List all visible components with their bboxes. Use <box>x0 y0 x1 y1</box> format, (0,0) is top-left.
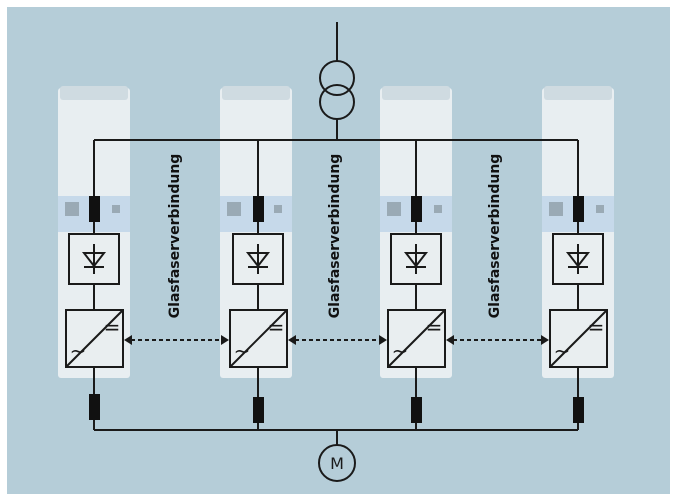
ac-mark: ~ <box>70 339 87 363</box>
diode-icon <box>68 233 120 285</box>
bottom-fuses <box>89 394 584 423</box>
cabinet-cap <box>222 86 290 100</box>
status-led <box>596 205 604 213</box>
status-led <box>274 205 282 213</box>
status-led <box>434 205 442 213</box>
inverter-blocks <box>65 309 608 368</box>
fiber-arrowheads <box>124 335 549 345</box>
fuse <box>411 196 422 222</box>
dc-mark: = <box>426 315 443 339</box>
fuse <box>573 397 584 423</box>
fiber-labels: Glasfaserverbindung Glasfaserverbindung … <box>167 154 503 319</box>
fuse <box>253 196 264 222</box>
top-fuses <box>89 196 584 222</box>
fuse <box>253 397 264 423</box>
dc-links <box>93 284 579 310</box>
cabinet-cap <box>60 86 128 100</box>
status-led <box>112 205 120 213</box>
transformer-icon <box>319 22 355 140</box>
status-led <box>65 202 79 216</box>
inverter-icon <box>229 309 288 368</box>
diode-icon <box>552 233 604 285</box>
cabinet-cap <box>544 86 612 100</box>
fuse <box>89 394 100 420</box>
fuse <box>89 196 100 222</box>
motor-circle <box>318 444 356 482</box>
fiber-label-1: Glasfaserverbindung <box>167 154 183 319</box>
dc-mark: = <box>588 315 605 339</box>
ac-mark: ~ <box>554 339 571 363</box>
rectifier-blocks <box>68 233 604 285</box>
inverter-icon <box>549 309 608 368</box>
status-led <box>227 202 241 216</box>
ac-mark: ~ <box>234 339 251 363</box>
diode-icon <box>390 233 442 285</box>
fuse <box>573 196 584 222</box>
ac-mark: ~ <box>392 339 409 363</box>
motor-icon: M <box>318 444 356 482</box>
transformer-primary <box>319 60 355 96</box>
diode-icon <box>232 233 284 285</box>
fiber-label-3: Glasfaserverbindung <box>487 154 503 319</box>
dc-mark: = <box>268 315 285 339</box>
inverter-icon <box>387 309 446 368</box>
inverter-marks: = ~ = ~ = ~ = ~ <box>70 315 605 363</box>
motor-label: M <box>330 454 344 473</box>
status-led <box>549 202 563 216</box>
fuse <box>411 397 422 423</box>
status-led <box>387 202 401 216</box>
inverter-icon <box>65 309 124 368</box>
fiber-label-2: Glasfaserverbindung <box>327 154 343 319</box>
dc-mark: = <box>104 315 121 339</box>
cabinet-cap <box>382 86 450 100</box>
